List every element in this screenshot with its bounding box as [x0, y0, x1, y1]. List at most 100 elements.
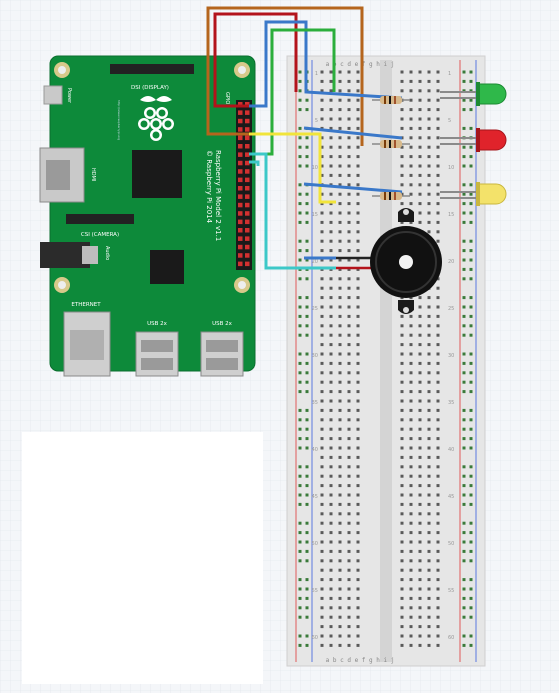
led-green	[440, 82, 507, 106]
row-number: 1	[448, 71, 451, 77]
ethernet-label: ETHERNET	[71, 302, 101, 308]
wire-blue-2	[303, 126, 403, 140]
dsi-label: DSI (DISPLAY)	[131, 85, 169, 91]
resistors	[372, 96, 410, 200]
gpio-pin	[238, 194, 243, 199]
row-number: 60	[312, 635, 318, 641]
usb1-label: USB 2x	[147, 321, 168, 327]
csi-connector	[66, 214, 134, 224]
row-number: 15	[312, 212, 318, 218]
gpio-pin	[245, 236, 250, 241]
column-labels-top: a b c d e f g h i j	[326, 61, 395, 68]
gpio-pin	[238, 177, 243, 183]
raspberry-logo-icon	[138, 96, 174, 141]
hdmi-label: HDMI	[90, 168, 96, 181]
gpio-pin	[238, 202, 243, 208]
row-number: 35	[312, 400, 318, 406]
row-number: 1	[315, 71, 318, 77]
resistor-3	[372, 192, 410, 200]
gpio-pin	[245, 202, 250, 208]
row-number: 20	[448, 259, 454, 265]
gpio-pin	[245, 135, 250, 141]
resistor-2	[372, 140, 410, 148]
blank-panel	[22, 432, 263, 684]
gpio-pin	[245, 110, 250, 115]
gpio-pin	[245, 152, 250, 157]
dsi-connector	[110, 64, 194, 74]
row-number: 60	[448, 635, 454, 641]
gpio-pin	[238, 102, 243, 107]
wire-cyan-inner	[249, 160, 260, 166]
gpio-pin	[238, 118, 243, 124]
gpio-pin	[245, 228, 250, 233]
row-number: 50	[448, 541, 454, 547]
row-number: 40	[448, 447, 454, 453]
gpio-pin	[238, 244, 243, 250]
wire-yellow	[249, 132, 336, 204]
row-number: 25	[448, 306, 454, 312]
row-number: 5	[448, 118, 451, 124]
gpio-pin	[238, 152, 243, 157]
gpio-pin	[245, 253, 250, 258]
gpio-pin	[238, 110, 243, 115]
gpio-pin	[238, 236, 243, 241]
gpio-pin	[245, 211, 250, 216]
wire-red	[213, 12, 298, 108]
gpio-pin	[245, 144, 250, 149]
wire-blue-1	[249, 20, 403, 108]
led-red	[440, 128, 507, 152]
gpio-pin	[238, 253, 243, 258]
led-yellow	[440, 182, 507, 206]
csi-label: CSI (CAMERA)	[81, 232, 119, 238]
gpio-pin	[245, 194, 250, 199]
piezo-buzzer	[336, 208, 442, 314]
audio-label: Audio	[104, 246, 110, 260]
row-number: 30	[448, 353, 454, 359]
row-number: 20	[312, 259, 318, 265]
gpio-pin	[238, 135, 243, 141]
gpio-pin	[245, 127, 250, 132]
gpio-pin	[238, 261, 243, 267]
row-number: 45	[448, 494, 454, 500]
row-number: 45	[312, 494, 318, 500]
gpio-pin	[245, 261, 250, 267]
row-number: 10	[448, 165, 454, 171]
row-number: 10	[312, 165, 318, 171]
usb-controller-chip	[150, 250, 184, 284]
row-number: 15	[448, 212, 454, 218]
power-label: Power	[66, 88, 72, 104]
wire-blue-3	[303, 182, 403, 194]
gpio-pin	[238, 169, 243, 174]
usb2-label: USB 2x	[212, 321, 233, 327]
gpio-header	[236, 100, 252, 270]
gpio-pin	[238, 127, 243, 132]
url-label: http://www.raspberrypi.org	[117, 100, 121, 140]
audio-jack	[40, 242, 90, 268]
row-number: 55	[312, 588, 318, 594]
gpio-pin	[245, 102, 250, 107]
gpio-pin	[238, 144, 243, 149]
row-number: 35	[448, 400, 454, 406]
board-model-label: Raspberry Pi Model 2 v1.1	[214, 150, 222, 241]
gpio-pin	[245, 169, 250, 174]
gpio-pin	[238, 228, 243, 233]
row-number: 5	[315, 118, 318, 124]
row-number: 30	[312, 353, 318, 359]
gpio-pin	[238, 211, 243, 216]
wires	[206, 6, 403, 270]
gpio-pin	[245, 186, 250, 191]
gpio-label: GPIO	[224, 92, 230, 104]
gpio-pin	[245, 219, 250, 225]
gpio-pin	[245, 244, 250, 250]
column-labels-bottom: a b c d e f g h i j	[326, 657, 395, 664]
row-number: 55	[448, 588, 454, 594]
raspberry-pi-board: DSI (DISPLAY) http://www.raspberrypi.org…	[39, 55, 256, 377]
gpio-pin	[238, 186, 243, 191]
wire-cyan-outer	[249, 152, 336, 270]
resistor-1	[372, 96, 410, 104]
soc-chip	[132, 150, 182, 198]
gpio-pin	[238, 219, 243, 225]
row-number: 25	[312, 306, 318, 312]
gpio-pin	[245, 118, 250, 124]
